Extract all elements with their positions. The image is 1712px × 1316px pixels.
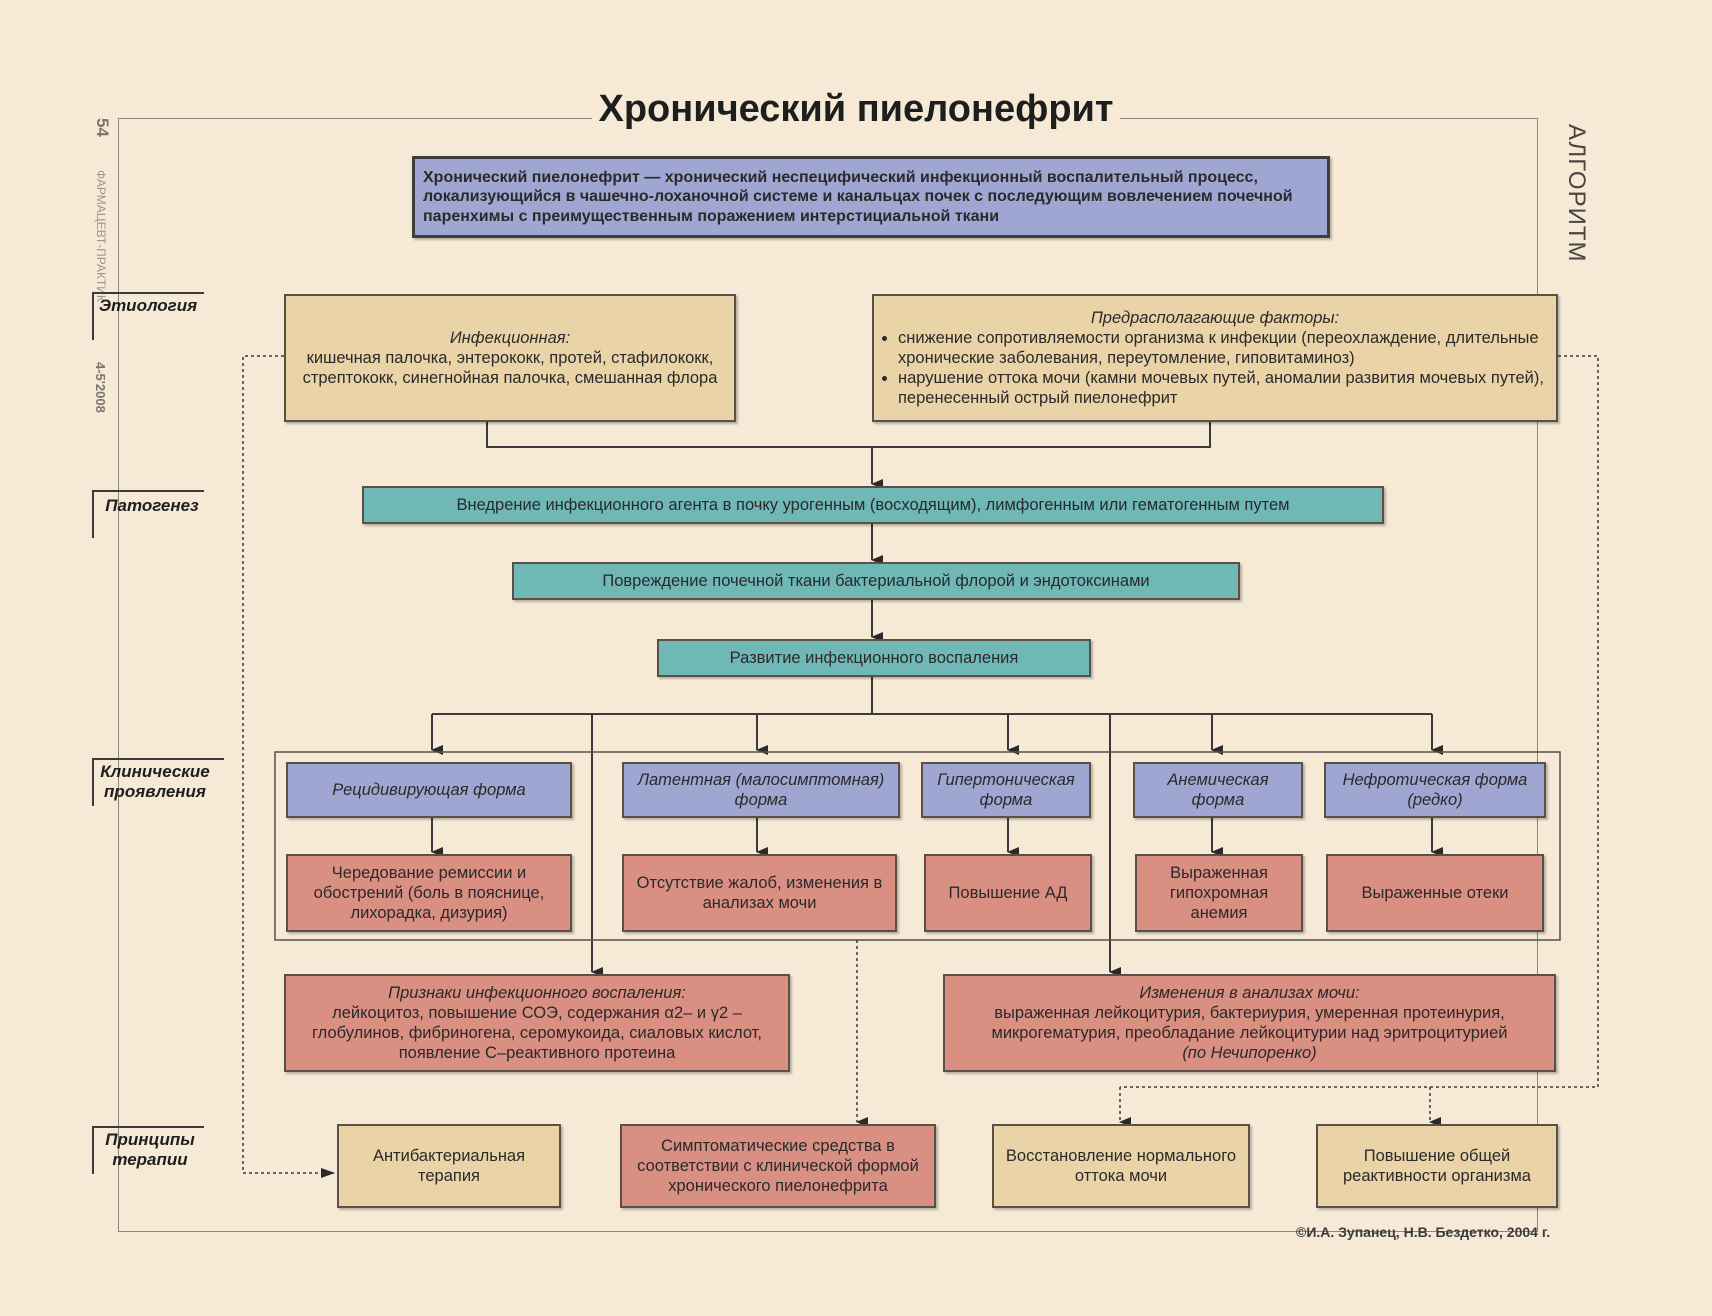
form-nephrotic: Нефротическая форма (редко) — [1324, 762, 1546, 818]
predisposing-heading: Предрасполагающие факторы: — [1090, 308, 1340, 327]
form-name: Рецидивирующая форма — [332, 780, 526, 799]
inflammation-text: лейкоцитоз, повышение СОЭ, содержания α2… — [312, 1003, 762, 1063]
manifestation-latent: Отсутствие жалоб, изменения в анализах м… — [622, 854, 897, 932]
therapy-text: Повышение общей реактивности организма — [1343, 1146, 1531, 1185]
signs-urine-box: Изменения в анализах мочи: выраженная ле… — [943, 974, 1556, 1072]
manifestation-text: Повышение АД — [948, 883, 1068, 902]
section-label-pathogenesis: Патогенез — [105, 496, 199, 515]
section-label-clinical: Клинические проявления — [100, 762, 210, 801]
therapy-antibacterial: Антибактериальная терапия — [337, 1124, 561, 1208]
urine-heading: Изменения в анализах мочи: — [1139, 983, 1360, 1002]
form-latent: Латентная (малосимптомная) форма — [622, 762, 900, 818]
inflammation-heading: Признаки инфекционного воспаления: — [388, 983, 686, 1002]
section-label-bracket — [92, 758, 94, 806]
manifestation-recurrent: Чередование ремиссии и обострений (боль … — [286, 854, 572, 932]
predisposing-item: снижение сопротивляемости организма к ин… — [898, 328, 1550, 368]
section-label-bracket — [92, 1126, 94, 1174]
infectious-heading: Инфекционная: — [449, 328, 571, 347]
connector-etiology-merge — [486, 421, 1211, 448]
manifestation-text: Чередование ремиссии и обострений (боль … — [313, 863, 545, 923]
form-name: Нефротическая форма (редко) — [1342, 770, 1528, 809]
infectious-text: кишечная палочка, энтерококк, протей, ст… — [302, 348, 718, 388]
dotted-right-feedback — [1120, 355, 1599, 1088]
credit-text: ©И.А. Зупанец, Н.В. Бездетко, 2004 г. — [1296, 1224, 1551, 1240]
side-label-algorithm: АЛГОРИТМ — [1563, 124, 1590, 263]
definition-box: Хронический пиелонефрит — хронический не… — [412, 156, 1330, 238]
therapy-urine-outflow: Восстановление нормального оттока мочи — [992, 1124, 1250, 1208]
page-title: Хронический пиелонефрит — [0, 88, 1712, 131]
dotted-to-antibacterial — [242, 355, 335, 1178]
therapy-symptomatic: Симптоматические средства в соответствии… — [620, 1124, 936, 1208]
form-hypertensive: Гипертоническая форма — [921, 762, 1091, 818]
etiology-infectious-box: Инфекционная: кишечная палочка, энтероко… — [284, 294, 736, 422]
form-name: Гипертоническая форма — [937, 770, 1075, 809]
section-label-therapy: Принципы терапии — [105, 1130, 195, 1169]
signs-inflammation-box: Признаки инфекционного воспаления: лейко… — [284, 974, 790, 1072]
section-label-bracket — [92, 490, 204, 492]
form-recurrent: Рецидивирующая форма — [286, 762, 572, 818]
urine-text: выраженная лейкоцитурия, бактериурия, ум… — [991, 1003, 1508, 1042]
section-label-bracket — [92, 758, 224, 760]
manifestation-hypertensive: Повышение АД — [924, 854, 1092, 932]
form-name: Латентная (малосимптомная) форма — [637, 770, 885, 809]
manifestation-text: Отсутствие жалоб, изменения в анализах м… — [636, 873, 883, 912]
page-number: 54 — [93, 118, 112, 137]
form-anemic: Анемическая форма — [1133, 762, 1303, 818]
connector-distribution — [432, 677, 1432, 715]
predisposing-list: снижение сопротивляемости организма к ин… — [880, 328, 1550, 409]
section-label-bracket — [92, 1126, 204, 1128]
therapy-text: Симптоматические средства в соответствии… — [637, 1136, 919, 1196]
clinical-group-frame — [274, 751, 1561, 941]
section-label-etiology: Этиология — [98, 296, 198, 315]
therapy-text: Восстановление нормального оттока мочи — [1005, 1146, 1237, 1185]
section-label-bracket — [92, 292, 204, 294]
pathogenesis-text: Повреждение почечной ткани бактериальной… — [602, 571, 1150, 590]
form-name: Анемическая форма — [1167, 770, 1269, 809]
issue-number: 4-5'2008 — [93, 362, 108, 413]
journal-name: ФАРМАЦЕВТ-ПРАКТИК — [94, 170, 108, 302]
manifestation-text: Выраженные отеки — [1361, 883, 1509, 902]
etiology-predisposing-box: Предрасполагающие факторы: снижение сопр… — [872, 294, 1558, 422]
section-label-bracket — [92, 292, 94, 340]
therapy-reactivity: Повышение общей реактивности организма — [1316, 1124, 1558, 1208]
pathogenesis-step-1: Внедрение инфекционного агента в почку у… — [362, 486, 1384, 524]
urine-note: (по Нечипоренко) — [1182, 1044, 1317, 1063]
manifestation-text: Выраженная гипохромная анемия — [1169, 863, 1269, 923]
pathogenesis-step-3: Развитие инфекционного воспаления — [657, 639, 1091, 677]
definition-text: Хронический пиелонефрит — хронический не… — [423, 168, 1293, 225]
therapy-text: Антибактериальная терапия — [372, 1146, 526, 1185]
predisposing-item: нарушение оттока мочи (камни мочевых пут… — [898, 368, 1550, 408]
pathogenesis-text: Развитие инфекционного воспаления — [729, 648, 1019, 667]
manifestation-anemic: Выраженная гипохромная анемия — [1135, 854, 1303, 932]
section-label-bracket — [92, 490, 94, 538]
pathogenesis-step-2: Повреждение почечной ткани бактериальной… — [512, 562, 1240, 600]
pathogenesis-text: Внедрение инфекционного агента в почку у… — [456, 495, 1290, 514]
manifestation-nephrotic: Выраженные отеки — [1326, 854, 1544, 932]
